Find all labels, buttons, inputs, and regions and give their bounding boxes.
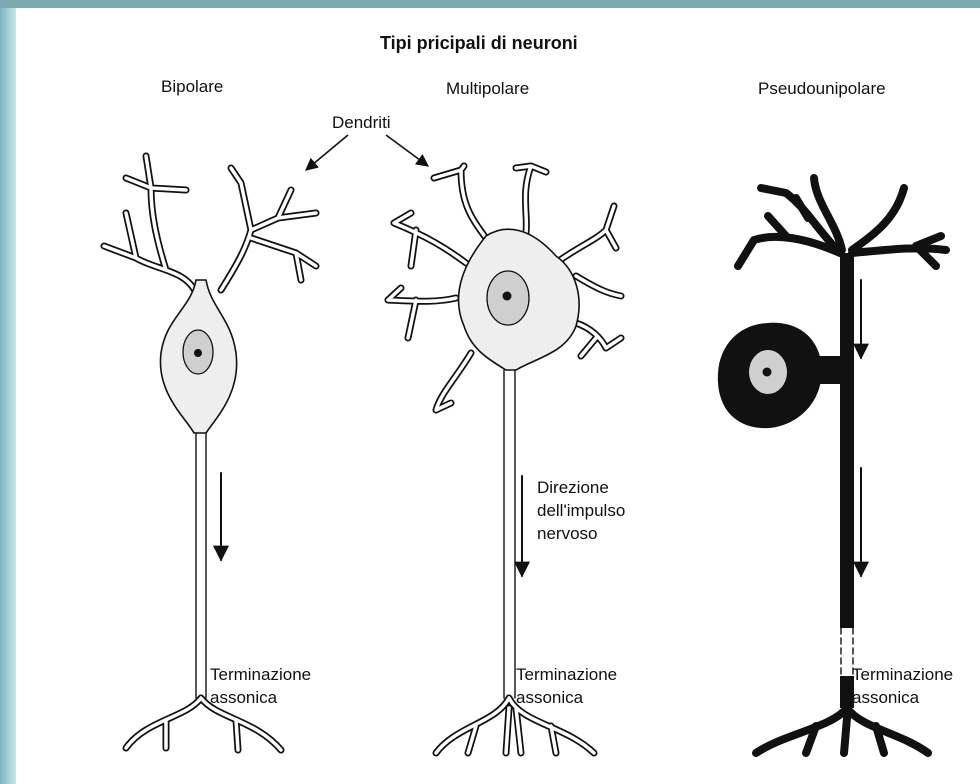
slide-canvas: Tipi pricipali di neuroni Bipolare Multi… [16, 8, 980, 784]
bipolar-axon [196, 433, 206, 698]
multipolar-terminal-label-line1: Terminazione [516, 664, 617, 686]
label-pseudounipolar: Pseudounipolare [758, 78, 886, 100]
impulse-direction-line3: nervoso [537, 523, 597, 545]
impulse-direction-line1: Direzione [537, 477, 609, 499]
bipolar-nucleolus [194, 349, 202, 357]
multipolar-axon [504, 370, 515, 698]
pseudounipolar-terminal-label-line2: assonica [852, 687, 919, 709]
bipolar-terminal-label-line2: assonica [210, 687, 277, 709]
label-multipolar: Multipolare [446, 78, 529, 100]
pseudounipolar-axon-terminal [756, 708, 928, 753]
dendrites-pointer-left [306, 135, 348, 170]
multipolar-nucleolus [503, 292, 512, 301]
multipolar-terminal-label-line2: assonica [516, 687, 583, 709]
neuron-diagram [16, 8, 980, 784]
top-border-bar [0, 0, 980, 8]
dendrites-pointer-right [386, 135, 428, 166]
bipolar-terminal-label-line1: Terminazione [210, 664, 311, 686]
diagram-title: Tipi pricipali di neuroni [380, 32, 578, 54]
pseudounipolar-terminal-label-line1: Terminazione [852, 664, 953, 686]
bipolar-neuron [104, 156, 316, 750]
pseudounipolar-nucleolus [763, 368, 772, 377]
impulse-direction-line2: dell'impulso [537, 500, 625, 522]
pseudounipolar-dendrites [738, 178, 946, 266]
bipolar-dendrites [104, 156, 316, 293]
label-dendrites: Dendriti [332, 112, 391, 134]
label-bipolar: Bipolare [161, 76, 223, 98]
